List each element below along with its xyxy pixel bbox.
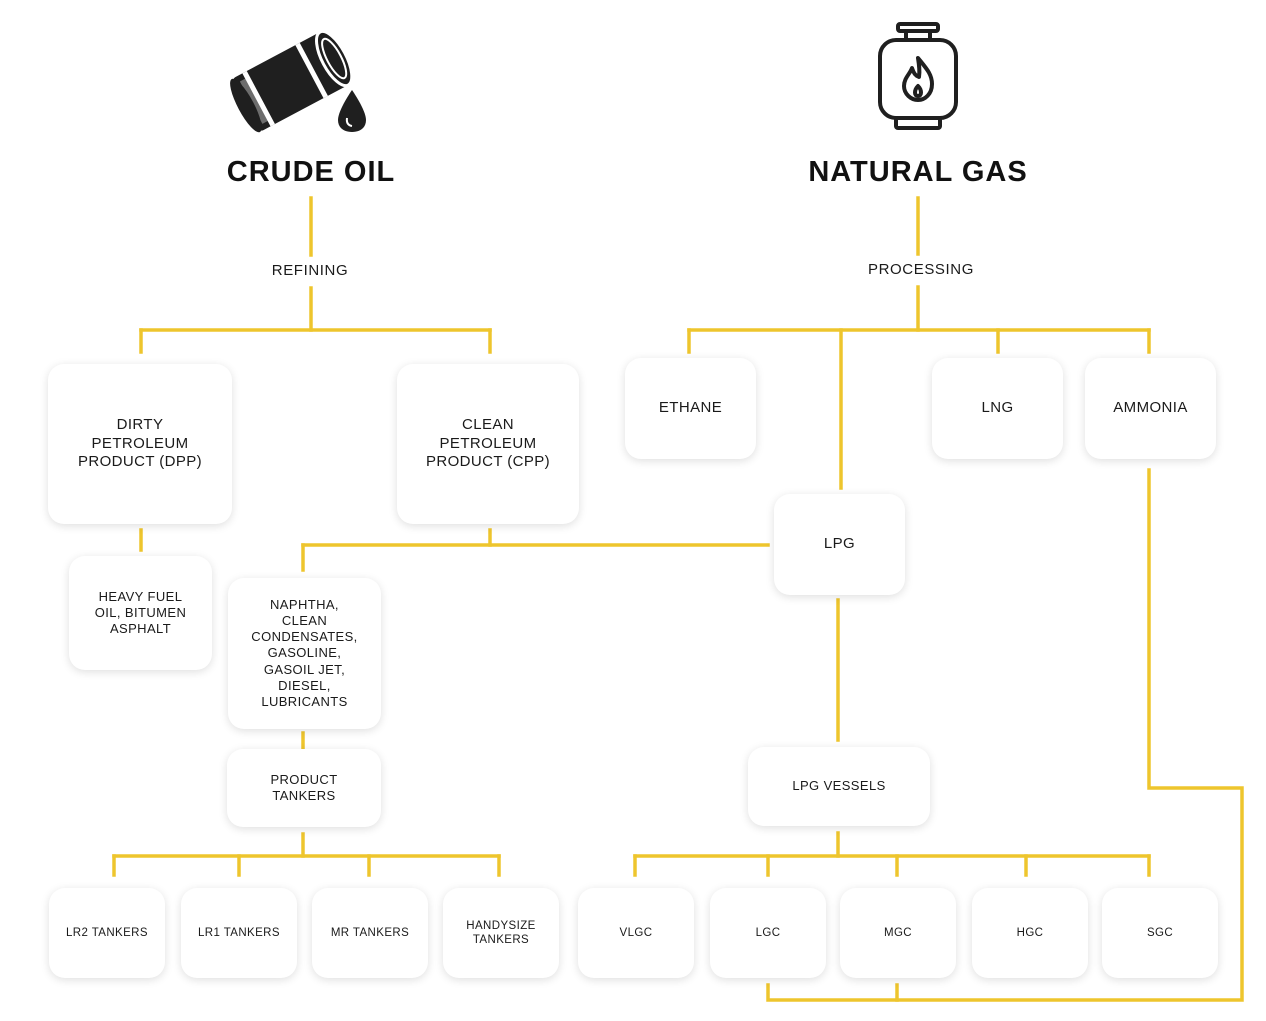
lpg-vessels-label: LPG VESSELS [792, 778, 886, 794]
handysize-tankers-node: HANDYSIZE TANKERS [443, 888, 559, 978]
mgc-label: MGC [883, 926, 913, 939]
lpg-vessels-node: LPG VESSELS [748, 747, 930, 826]
natural-gas-heading: NATURAL GAS [808, 156, 1028, 188]
dpp-node: DIRTY PETROLEUM PRODUCT (DPP) [48, 364, 232, 524]
mgc-node: MGC [840, 888, 956, 978]
vlgc-node: VLGC [578, 888, 694, 978]
sgc-node: SGC [1102, 888, 1218, 978]
lr1-tankers-label: LR1 TANKERS [198, 926, 280, 939]
naphtha-node: NAPHTHA, CLEAN CONDENSATES, GASOLINE, GA… [228, 578, 381, 729]
ethane-node: ETHANE [625, 358, 756, 459]
cpp-node: CLEAN PETROLEUM PRODUCT (CPP) [397, 364, 579, 524]
processing-label: PROCESSING [858, 259, 984, 280]
cpp-label: CLEAN PETROLEUM PRODUCT (CPP) [425, 415, 551, 471]
ammonia-label: AMMONIA [1113, 399, 1188, 417]
vlgc-label: VLGC [619, 926, 653, 939]
lpg-label: LPG [823, 535, 856, 553]
naphtha-label: NAPHTHA, CLEAN CONDENSATES, GASOLINE, GA… [251, 596, 358, 710]
ammonia-node: AMMONIA [1085, 358, 1216, 459]
lr2-tankers-node: LR2 TANKERS [49, 888, 165, 978]
sgc-label: SGC [1146, 926, 1174, 939]
lgc-node: LGC [710, 888, 826, 978]
heavy-fuel-node: HEAVY FUEL OIL, BITUMEN ASPHALT [69, 556, 212, 670]
product-tankers-node: PRODUCT TANKERS [227, 749, 381, 827]
lng-node: LNG [932, 358, 1063, 459]
refining-label: REFINING [256, 260, 364, 281]
hgc-node: HGC [972, 888, 1088, 978]
crude-oil-heading: CRUDE OIL [226, 156, 396, 188]
mr-tankers-label: MR TANKERS [330, 926, 410, 939]
gas-cylinder-icon [878, 22, 958, 130]
lpg-node: LPG [774, 494, 905, 595]
ethane-label: ETHANE [658, 399, 723, 417]
mr-tankers-node: MR TANKERS [312, 888, 428, 978]
lgc-label: LGC [755, 926, 781, 939]
lr2-tankers-label: LR2 TANKERS [66, 926, 148, 939]
connector-ammonia-route [766, 468, 1244, 1002]
handysize-tankers-label: HANDYSIZE TANKERS [466, 919, 536, 946]
lng-label: LNG [981, 399, 1014, 417]
hgc-label: HGC [1016, 926, 1044, 939]
heavy-fuel-label: HEAVY FUEL OIL, BITUMEN ASPHALT [94, 588, 187, 637]
oil-barrel-icon [230, 29, 366, 133]
dpp-label: DIRTY PETROLEUM PRODUCT (DPP) [77, 415, 203, 471]
product-tankers-label: PRODUCT TANKERS [270, 771, 338, 803]
lr1-tankers-node: LR1 TANKERS [181, 888, 297, 978]
